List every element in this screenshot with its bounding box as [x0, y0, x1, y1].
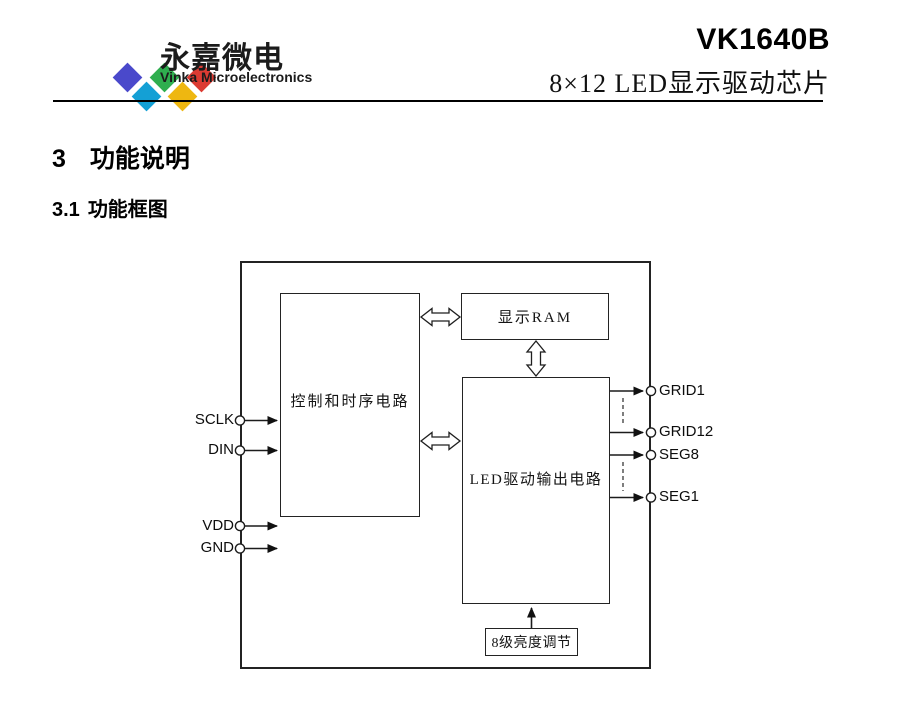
pin-label-grid12: GRID12 — [659, 423, 714, 440]
pin-label-din: DIN — [208, 441, 234, 458]
company-name-english: Vinka Microelectronics — [160, 69, 313, 85]
control-timing-label: 控制和时序电路 — [290, 393, 410, 410]
led-driver-output-block: LED驱动输出电路 — [462, 377, 610, 604]
part-number-title: VK1640B — [696, 23, 830, 56]
logo-diamond-cyan — [131, 81, 162, 112]
chip-boundary-box — [240, 261, 651, 669]
logo-diamond-blue — [112, 62, 143, 93]
pin-label-gnd: GND — [200, 539, 234, 556]
header-divider — [53, 100, 823, 102]
section-number: 3 — [52, 145, 66, 173]
subsection-heading: 3.1 功能框图 — [52, 193, 168, 222]
logo-diamond-yellow — [167, 81, 198, 112]
pin-label-seg1: SEG1 — [659, 488, 700, 505]
pin-label-sclk: SCLK — [194, 411, 234, 428]
led-driver-output-label: LED驱动输出电路 — [469, 472, 603, 488]
company-logo — [55, 30, 217, 112]
subsection-title: 功能框图 — [87, 199, 168, 221]
pin-label-grid1: GRID1 — [659, 382, 705, 399]
company-name-chinese: 永嘉微电 — [160, 42, 284, 75]
section-heading: 3 功能说明 — [52, 139, 190, 175]
pin-label-vdd: VDD — [202, 517, 234, 534]
subsection-number: 3.1 — [52, 199, 80, 221]
control-timing-block: 控制和时序电路 — [280, 293, 420, 517]
display-ram-block: 显示RAM — [461, 293, 609, 340]
chip-description-subtitle: 8×12 LED显示驱动芯片 — [549, 69, 830, 98]
pin-label-seg8: SEG8 — [659, 446, 700, 463]
brightness-adjust-block: 8级亮度调节 — [485, 628, 578, 656]
display-ram-label: 显示RAM — [497, 310, 573, 326]
brightness-adjust-label: 8级亮度调节 — [491, 636, 572, 651]
section-title: 功能说明 — [89, 145, 190, 173]
